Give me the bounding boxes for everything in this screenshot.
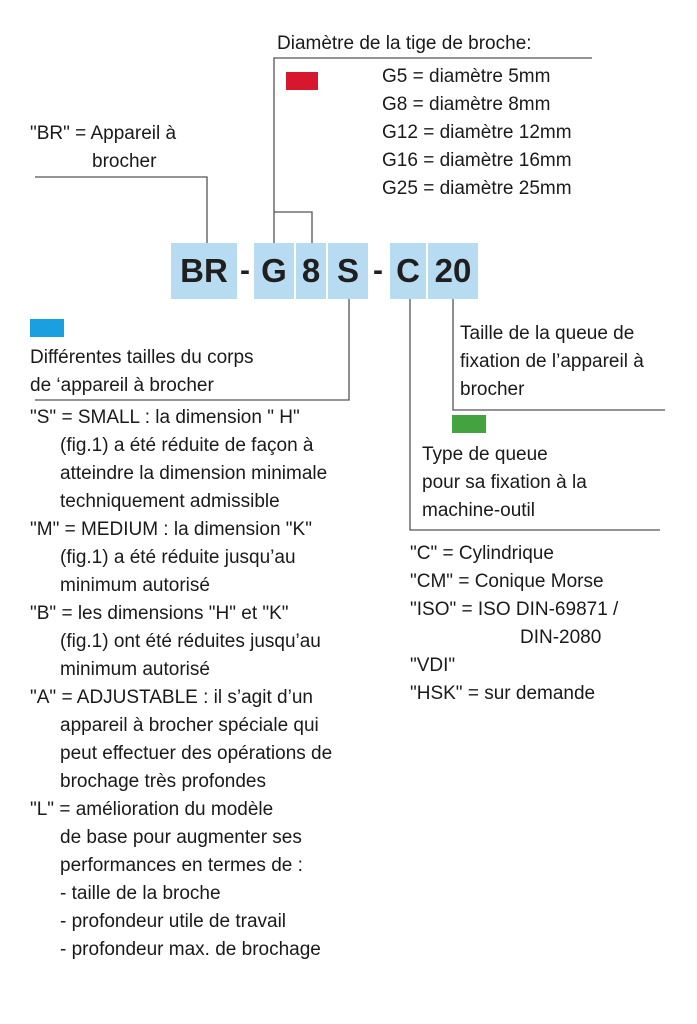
body-size-line: minimum autorisé [60,575,210,596]
diameter-item: G25 = diamètre 25mm [382,178,572,199]
code-20: 20 [428,243,478,299]
diameter-item: G5 = diamètre 5mm [382,66,551,87]
blue-marker [30,319,64,337]
body-size-connector [35,299,350,401]
diameter-item: G16 = diamètre 16mm [382,150,572,171]
body-size-line: atteindre la dimension minimale [60,463,328,484]
body-size-line: - profondeur utile de travail [60,911,287,932]
shank-type-item: "C" = Cylindrique [410,543,554,564]
code-c: C [390,243,426,299]
body-size-line: techniquement admissible [60,491,280,512]
diameter-list: G5 = diamètre 5mm G8 = diamètre 8mm G12 … [382,63,572,203]
body-size-line: "M" = MEDIUM : la dimension "K" [30,519,312,540]
body-size-line: (fig.1) ont été réduites jusqu’au [60,631,321,652]
shank-type-item: "HSK" = sur demande [410,683,596,704]
body-size-line: "L" = amélioration du modèle [30,799,274,820]
code-br: BR [171,243,237,299]
shank-type-item: "CM" = Conique Morse [410,571,604,592]
shank-type-item: "ISO" = ISO DIN-69871 / [410,599,619,620]
code-8: 8 [296,243,326,299]
br-label-line1: "BR" = Appareil à [30,123,177,144]
code-dash-2: - [373,254,383,287]
body-size-line: performances en termes de : [60,855,303,876]
shank-type-item: DIN-2080 [520,627,602,648]
diameter-title: Diamètre de la tige de broche: [277,33,532,54]
shank-size-connector [452,299,665,411]
body-sizes-title-line2: de ‘appareil à brocher [30,375,214,396]
diameter-connector [273,57,592,243]
green-marker [452,415,486,433]
body-size-line: minimum autorisé [60,659,210,680]
body-size-line: "A" = ADJUSTABLE : il s’agit d’un [30,687,313,708]
code-dash-1: - [240,254,250,287]
shank-type-line2: pour sa fixation à la [422,472,587,493]
body-size-line: (fig.1) a été réduite de façon à [60,435,314,456]
body-size-line: (fig.1) a été réduite jusqu’au [60,547,296,568]
diameter-item: G12 = diamètre 12mm [382,122,572,143]
br-connector [35,176,208,243]
shank-size-line3: brocher [460,379,525,400]
body-size-line: de base pour augmenter ses [60,827,302,848]
body-size-line: "S" = SMALL : la dimension " H" [30,407,300,428]
code-g: G [254,243,294,299]
diameter-item: G8 = diamètre 8mm [382,94,551,115]
shank-type-connector [409,299,660,531]
body-sizes-title-line1: Différentes tailles du corps [30,347,254,368]
shank-size-line2: fixation de l’appareil à [460,351,644,372]
br-label-line2: brocher [92,151,157,172]
body-size-line: appareil à brocher spéciale qui [60,715,319,736]
body-size-line: "B" = les dimensions "H" et "K" [30,603,289,624]
shank-type-line3: machine-outil [422,500,535,521]
shank-type-list: "C" = Cylindrique "CM" = Conique Morse "… [410,540,618,708]
shank-type-line1: Type de queue [422,444,548,465]
body-size-line: peut effectuer des opérations de [60,743,333,764]
body-size-line: - profondeur max. de brochage [60,939,321,960]
shank-size-line1: Taille de la queue de [460,323,635,344]
diameter-bracket [274,211,313,243]
body-size-line: - taille de la broche [60,883,221,904]
code-s: S [328,243,368,299]
body-size-line: brochage très profondes [60,771,266,792]
shank-type-item: "VDI" [410,655,456,676]
red-marker [286,72,318,90]
body-sizes-list: "S" = SMALL : la dimension " H" (fig.1) … [30,404,332,964]
